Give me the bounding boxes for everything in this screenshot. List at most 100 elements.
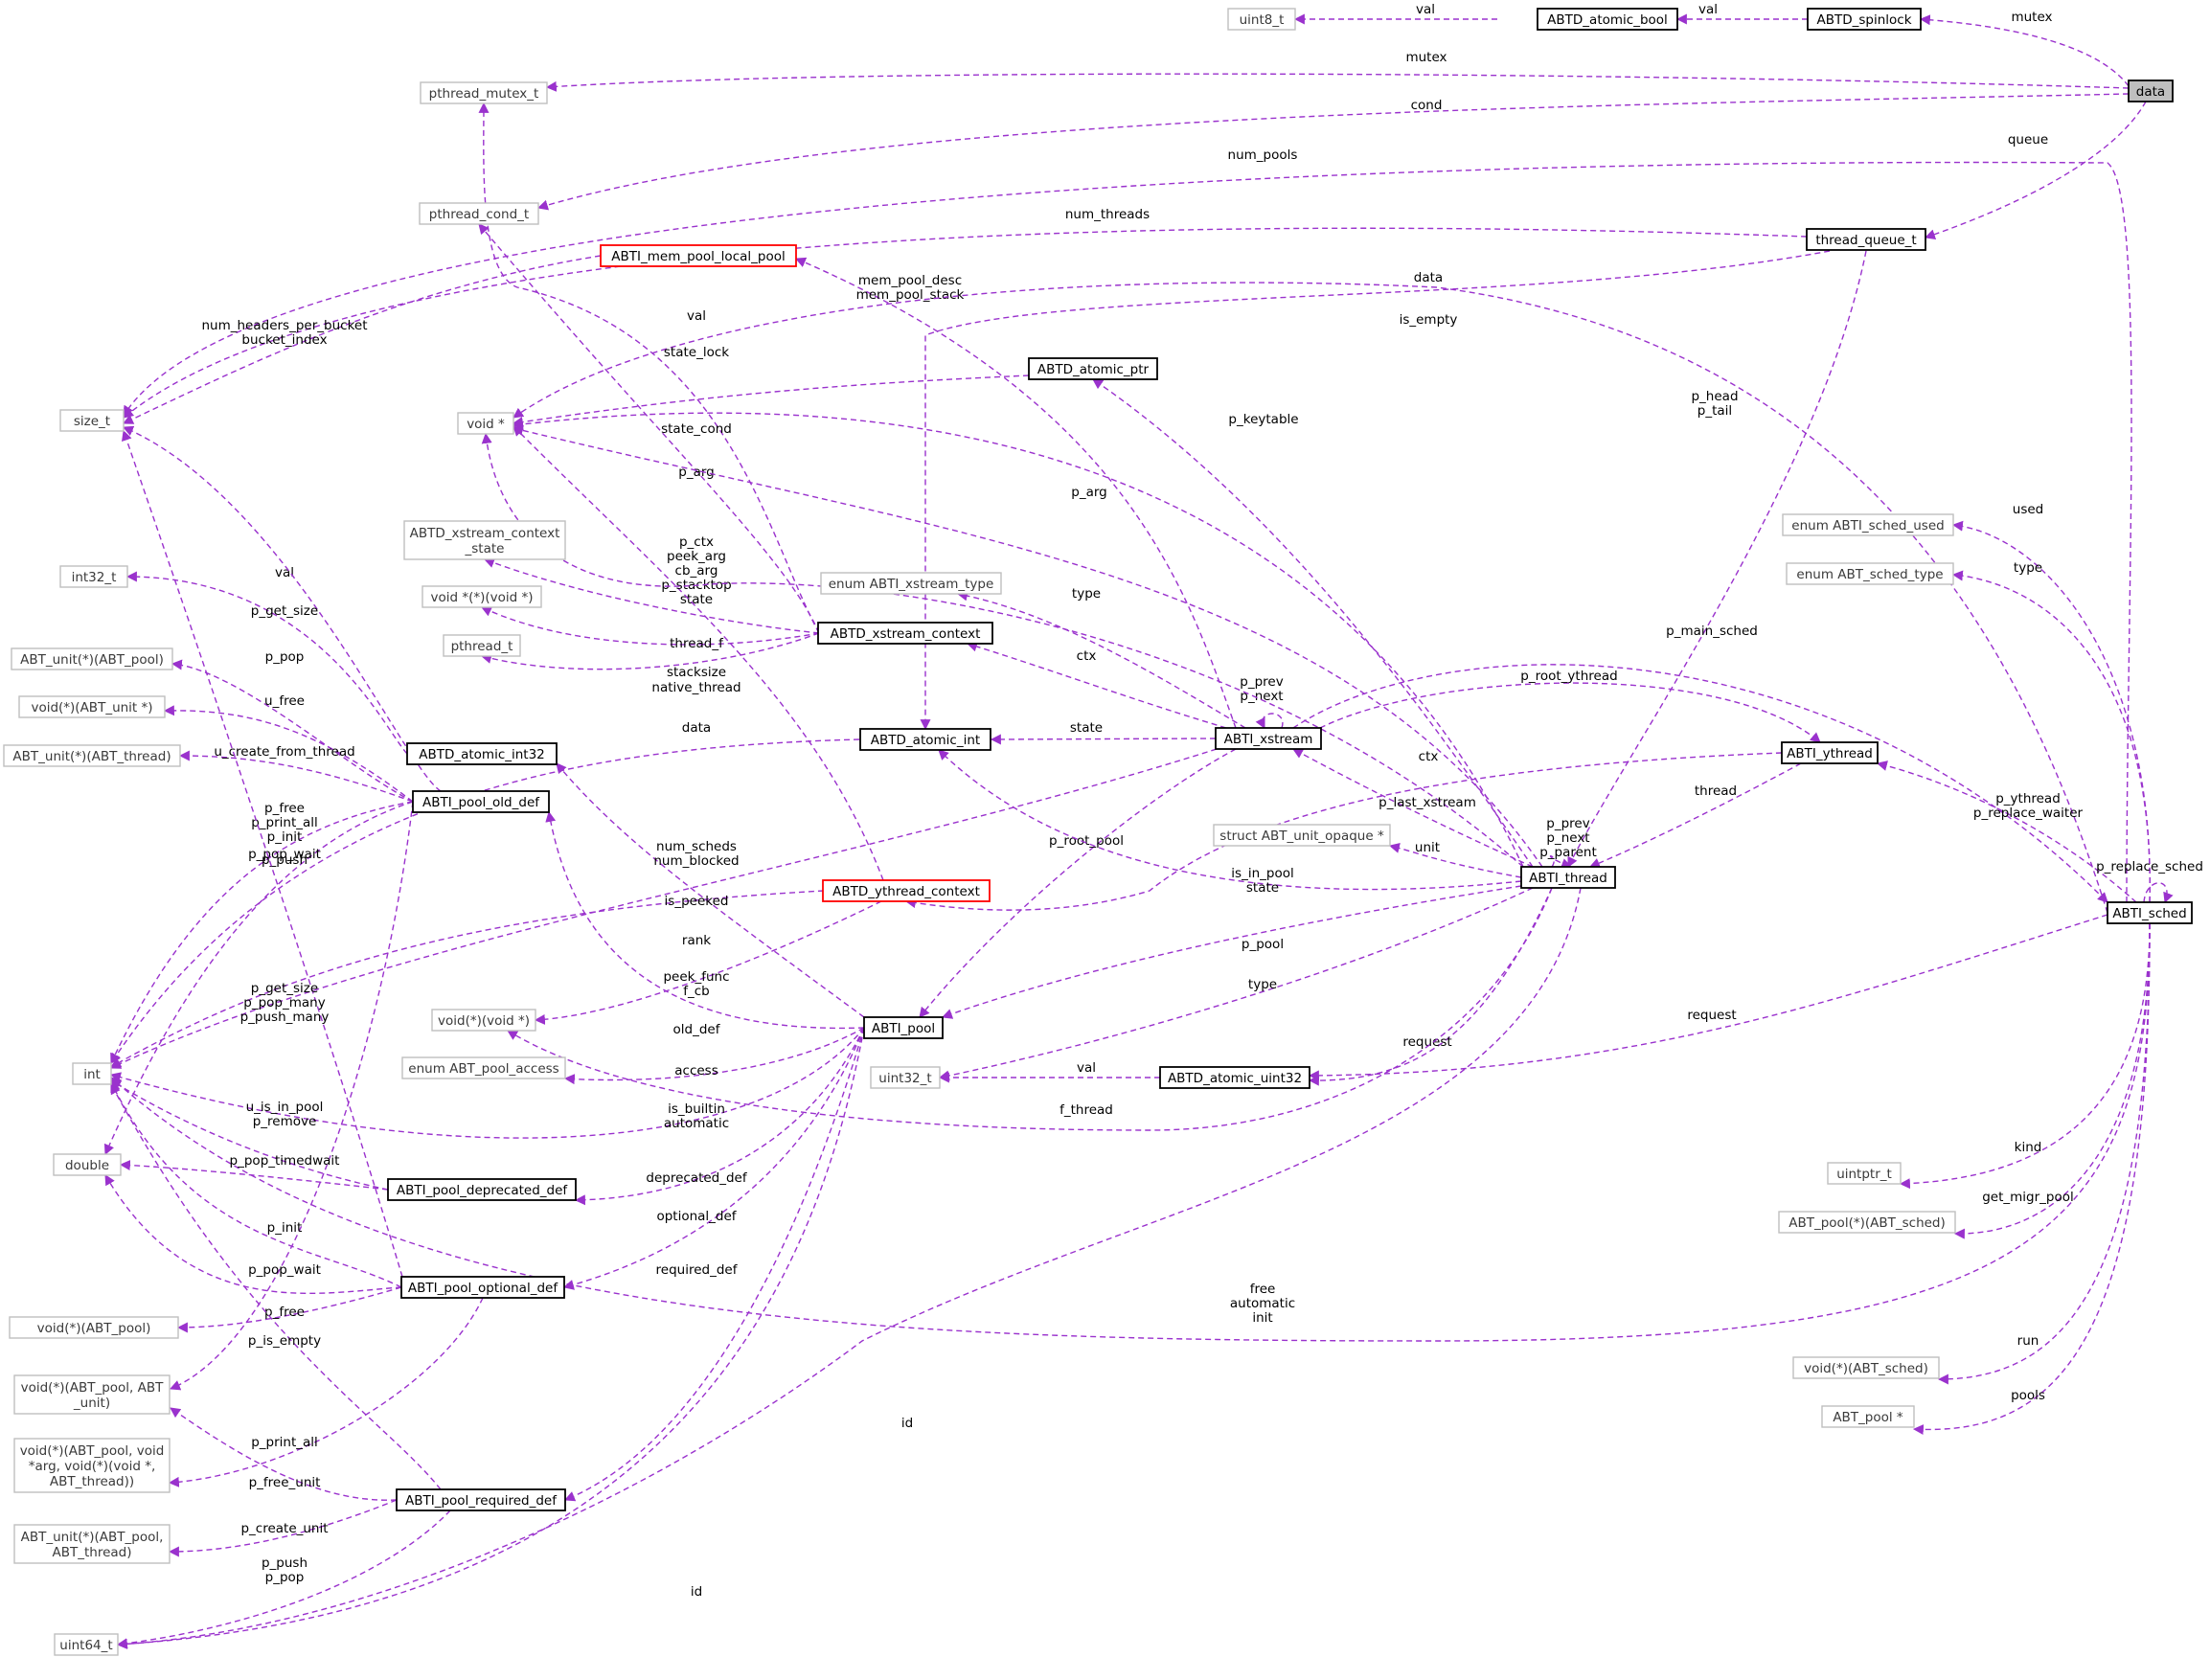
node-abtd-atomic-int[interactable]: ABTD_atomic_int <box>859 728 991 751</box>
edge-arrow <box>507 887 1553 1131</box>
node-label: double <box>65 1158 109 1173</box>
edge-arrow <box>794 257 1237 729</box>
edge-ABTI_pool_old_def-to-double: p_pop_wait <box>103 801 414 1156</box>
node-abti-ythread-context[interactable]: ABTD_ythread_context <box>822 879 991 902</box>
node-abti-pool[interactable]: ABTI_pool <box>863 1016 944 1039</box>
node-box <box>53 1153 122 1176</box>
edge-label-line: ctx <box>1419 749 1439 764</box>
edge-label-line: thread_f <box>670 636 724 651</box>
edge-label: p_pop <box>265 649 305 665</box>
edge-label-line: p_get_size <box>251 603 318 619</box>
edge-label-line: data <box>682 720 711 736</box>
edge-arrow <box>478 102 820 634</box>
node-label-line: ABTD_atomic_int32 <box>419 747 545 762</box>
node-double: double <box>53 1153 122 1176</box>
node-abtd-xstream-context[interactable]: ABTD_xstream_context <box>817 622 993 645</box>
edge-label: mutex <box>1405 50 1447 65</box>
node-abti-mem-pool-local-pool[interactable]: ABTI_mem_pool_local_pool <box>600 244 797 267</box>
node-abti-ythread[interactable]: ABTI_ythread <box>1781 741 1879 764</box>
edge-label: kind <box>2015 1140 2042 1155</box>
edge-label-line: p_arg <box>1071 485 1106 500</box>
edge-ABTI_sched-to-ABTI_sched: p_replace_sched <box>2096 859 2203 904</box>
edge-data-to-ABTD_spinlock: mutex <box>1919 10 2130 87</box>
node-box <box>1537 8 1678 31</box>
node-box <box>11 647 173 670</box>
edge-label: type <box>1248 977 1277 992</box>
edge-arrow <box>122 425 442 792</box>
node-label: ABTD_atomic_int <box>871 733 980 748</box>
edge-label: cond <box>1411 98 1443 113</box>
node-uint8-t: uint8_t <box>1227 8 1296 31</box>
node-void-fn-unit-ptr: void(*)(ABT_unit *) <box>18 695 166 718</box>
node-label: void(*)(ABT_unit *) <box>31 700 152 715</box>
edge-arrow <box>1951 520 2151 903</box>
edge-arrow <box>103 801 414 1156</box>
edge-label: get_migr_pool <box>1982 1190 2074 1205</box>
edge-label-line: f_thread <box>1059 1102 1113 1118</box>
edge-label-line: is_peeked <box>665 894 729 909</box>
edge-arrow <box>920 250 1831 731</box>
node-enum-abt-pool-access: enum ABT_pool_access <box>401 1056 566 1079</box>
edge-ABTI_xstream-to-int: rank <box>110 748 1218 1069</box>
node-box <box>820 572 1002 595</box>
node-label: void(*)(ABT_sched) <box>1804 1361 1928 1376</box>
node-abti-pool-required-def[interactable]: ABTI_pool_required_def <box>396 1488 566 1511</box>
node-int: int <box>72 1062 112 1085</box>
edge-label: p_arg <box>678 465 714 480</box>
node-abti-thread[interactable]: ABTI_thread <box>1520 866 1616 889</box>
node-void-fn-pool-unit: void(*)(ABT_pool, ABT_unit) <box>13 1374 171 1415</box>
node-label-line: void * <box>467 417 505 432</box>
edge-label-line: u_create_from_thread <box>214 744 354 760</box>
edge-label-line: mem_pool_stack <box>856 287 965 303</box>
edge-label: type <box>2014 560 2042 576</box>
edge-label-line: cb_arg <box>675 563 718 579</box>
node-pthread-t: pthread_t <box>443 634 521 657</box>
edge-label: queue <box>2008 132 2048 148</box>
edge-label: run <box>2017 1333 2039 1349</box>
node-label: ABT_unit(*)(ABT_pool) <box>20 652 164 668</box>
edge-ABTI_sched-to-ABT_pool_ptr: pools <box>1912 922 2151 1436</box>
node-box <box>2128 79 2174 102</box>
node-abtd-atomic-bool[interactable]: ABTD_atomic_bool <box>1537 8 1678 31</box>
node-abti-sched[interactable]: ABTI_sched <box>2107 901 2193 924</box>
node-box <box>1781 741 1879 764</box>
node-label: ABTI_mem_pool_local_pool <box>611 249 785 264</box>
node-abti-pool-optional-def[interactable]: ABTI_pool_optional_def <box>400 1276 565 1299</box>
edge-label-line: u_is_in_pool <box>246 1100 324 1115</box>
edge-label-line: p_ctx <box>679 534 714 550</box>
node-label-line: ABTI_thread <box>1529 871 1607 886</box>
edge-arrow <box>990 734 1217 745</box>
edge-label-line: p_next <box>1546 830 1589 846</box>
edge-ABTI_pool_optional_def-to-void_fn_pool: p_free <box>176 1286 402 1333</box>
edge-arrow <box>125 571 408 755</box>
node-abtd-atomic-uint32[interactable]: ABTD_atomic_uint32 <box>1159 1066 1310 1089</box>
node-label-line: ABTD_xstream_context <box>831 626 981 642</box>
node-label-line: uintptr_t <box>1836 1167 1892 1182</box>
node-box <box>443 634 521 657</box>
node-abti-pool-deprecated-def[interactable]: ABTI_pool_deprecated_def <box>387 1178 577 1201</box>
edge-label-line: unit <box>1415 840 1440 855</box>
edge-label: data <box>1414 270 1443 285</box>
node-data[interactable]: data <box>2128 79 2174 102</box>
node-abtd-atomic-int32[interactable]: ABTD_atomic_int32 <box>406 742 558 765</box>
node-abtd-atomic-ptr[interactable]: ABTD_atomic_ptr <box>1028 357 1158 380</box>
edge-label-line: stacksize <box>667 665 726 680</box>
node-void-fn-pool-print: void(*)(ABT_pool, void*arg, void(*)(void… <box>13 1438 171 1493</box>
node-abti-xstream[interactable]: ABTI_xstream <box>1215 727 1322 750</box>
edge-label: p_main_sched <box>1666 624 1758 639</box>
edge-label: request <box>1402 1034 1451 1050</box>
edge-arrow <box>1876 761 2137 903</box>
node-label-line: ABTD_xstream_context <box>410 526 560 541</box>
edge-label-line: p_prev <box>1546 816 1589 831</box>
node-label-line: pthread_cond_t <box>429 207 529 222</box>
edge-label-line: p_ythread <box>1995 791 2061 806</box>
node-abtd-spinlock[interactable]: ABTD_spinlock <box>1807 8 1922 31</box>
node-abti-pool-old-def[interactable]: ABTI_pool_old_def <box>412 790 550 813</box>
node-thread-queue-t[interactable]: thread_queue_t <box>1806 228 1926 251</box>
node-label: ABT_pool * <box>1833 1410 1903 1425</box>
edge-ABTD_atomic_int32-to-int32_t: val <box>125 565 408 755</box>
edge-label-line: p_next <box>1240 689 1283 704</box>
